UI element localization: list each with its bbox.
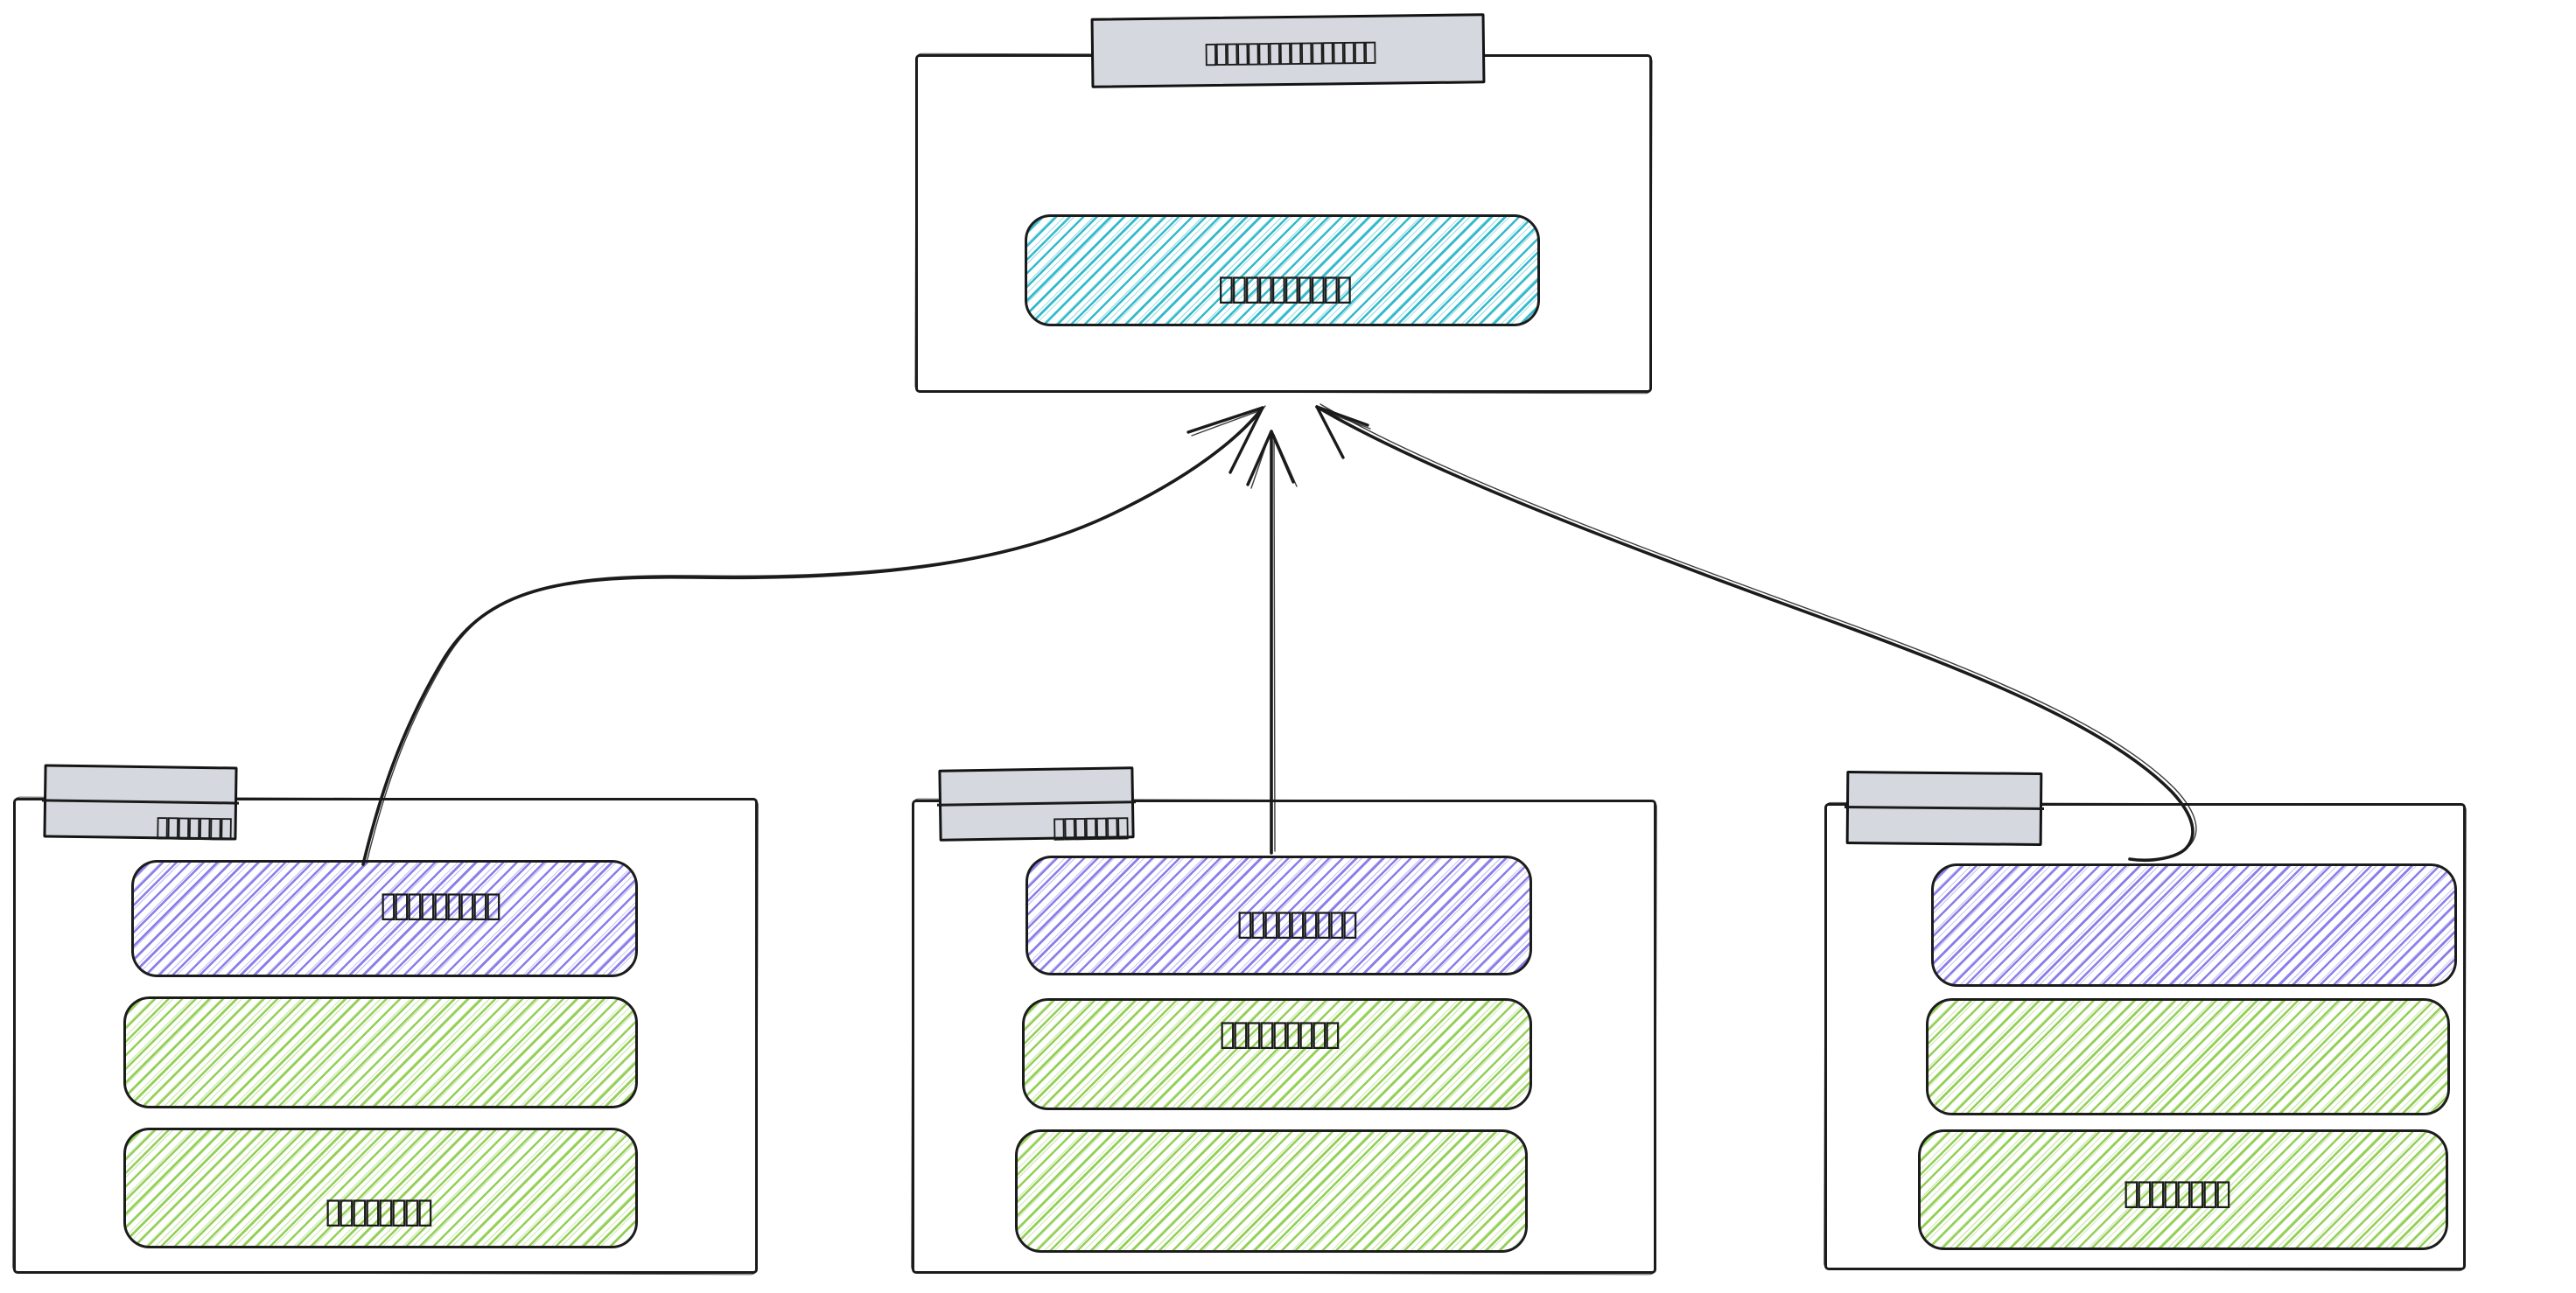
middle-green-chip-2[interactable] bbox=[1015, 1129, 1528, 1253]
top-teal-chip-label: ▯▯▯▯▯▯▯▯▯▯ bbox=[1216, 268, 1354, 308]
left-group-frame[interactable]: ▯▯▯▯▯▯▯ ▯▯▯▯▯▯▯▯▯ ▯▯▯▯▯▯▯▯ bbox=[13, 764, 758, 1274]
right-green-chip-2[interactable]: ▯▯▯▯▯▯▯▯ bbox=[1918, 1129, 2448, 1250]
left-green-chip-2[interactable]: ▯▯▯▯▯▯▯▯ bbox=[123, 1128, 638, 1248]
left-group-label-tab[interactable]: ▯▯▯▯▯▯▯ bbox=[43, 764, 238, 843]
top-group-label: ▯▯▯▯▯▯▯▯▯▯▯▯▯▯▯▯ bbox=[1202, 32, 1374, 69]
top-group-label-tab[interactable]: ▯▯▯▯▯▯▯▯▯▯▯▯▯▯▯▯ bbox=[1090, 13, 1486, 88]
right-green-chip-1[interactable] bbox=[1926, 998, 2450, 1115]
left-purple-chip[interactable]: ▯▯▯▯▯▯▯▯▯ bbox=[131, 860, 638, 977]
middle-purple-chip[interactable]: ▯▯▯▯▯▯▯▯▯ bbox=[1026, 856, 1532, 975]
right-group-frame[interactable]: ▯▯▯▯▯▯▯▯ bbox=[1824, 771, 2466, 1270]
middle-purple-chip-label: ▯▯▯▯▯▯▯▯▯ bbox=[1235, 902, 1360, 943]
middle-green-chip-1-label: ▯▯▯▯▯▯▯▯▯ bbox=[1217, 1013, 1342, 1053]
right-purple-chip[interactable] bbox=[1931, 863, 2457, 987]
left-group-label: ▯▯▯▯▯▯▯ bbox=[154, 807, 229, 843]
right-green-chip-2-label: ▯▯▯▯▯▯▯▯ bbox=[2121, 1172, 2233, 1213]
arrow-right-to-top[interactable] bbox=[1315, 403, 2197, 863]
left-green-chip-2-label: ▯▯▯▯▯▯▯▯ bbox=[323, 1191, 435, 1231]
middle-group-label-tab[interactable]: ▯▯▯▯▯▯▯ bbox=[938, 766, 1135, 844]
middle-group-label: ▯▯▯▯▯▯▯ bbox=[1051, 807, 1126, 844]
right-group-label-tab[interactable] bbox=[1845, 771, 2043, 846]
top-group-frame[interactable]: ▯▯▯▯▯▯▯▯▯▯▯▯▯▯▯▯ ▯▯▯▯▯▯▯▯▯▯ bbox=[915, 13, 1652, 393]
middle-group-frame[interactable]: ▯▯▯▯▯▯▯ ▯▯▯▯▯▯▯▯▯ ▯▯▯▯▯▯▯▯▯ bbox=[912, 766, 1656, 1274]
middle-green-chip-1[interactable]: ▯▯▯▯▯▯▯▯▯ bbox=[1022, 998, 1532, 1110]
arrow-middle-to-top[interactable] bbox=[1246, 430, 1298, 855]
top-teal-chip[interactable]: ▯▯▯▯▯▯▯▯▯▯ bbox=[1025, 214, 1540, 326]
left-green-chip-1[interactable] bbox=[123, 996, 638, 1108]
left-purple-chip-label: ▯▯▯▯▯▯▯▯▯ bbox=[378, 884, 503, 925]
